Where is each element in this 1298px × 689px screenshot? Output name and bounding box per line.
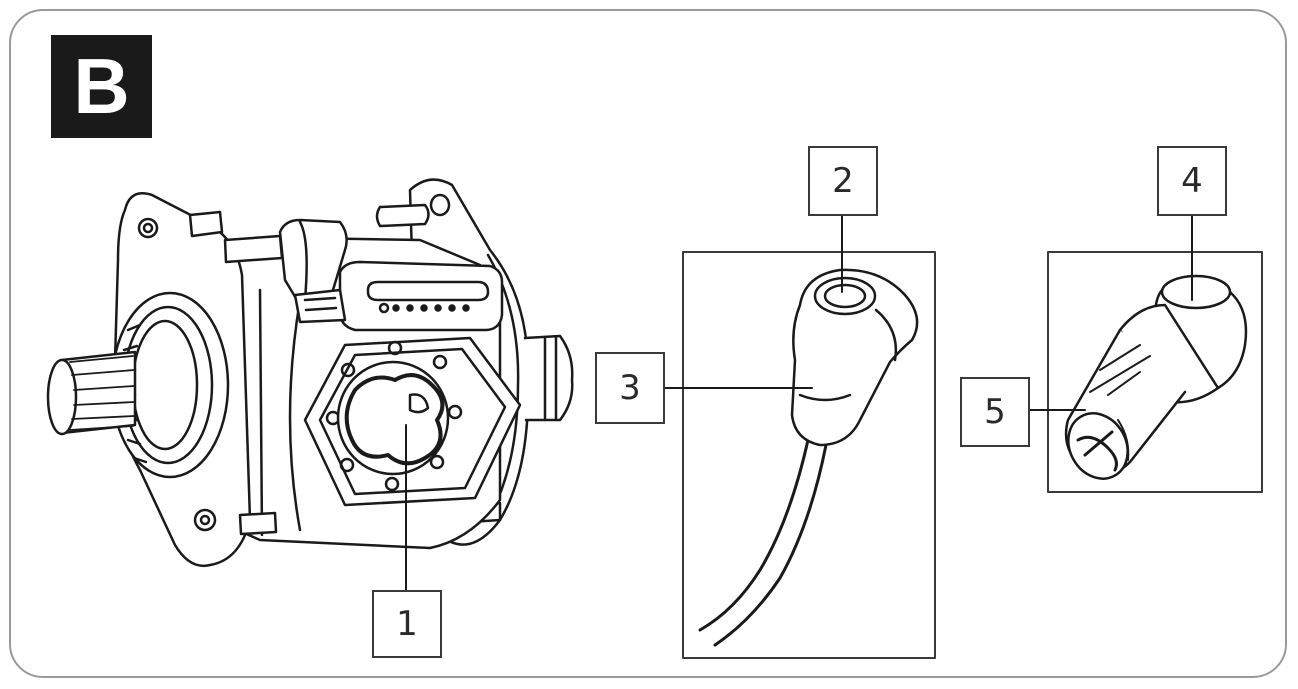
callout-label-1: 1 (372, 590, 442, 658)
figure-frame (9, 9, 1287, 678)
callout-label-2: 2 (808, 146, 878, 216)
figure-badge: B (51, 35, 152, 138)
callout-label-4: 4 (1157, 146, 1227, 216)
callout-label-3: 3 (595, 352, 665, 424)
callout-label-5: 5 (960, 377, 1030, 447)
pin-panel (1047, 251, 1263, 493)
pump-assembly (46, 178, 574, 568)
sensor-panel (682, 251, 936, 659)
